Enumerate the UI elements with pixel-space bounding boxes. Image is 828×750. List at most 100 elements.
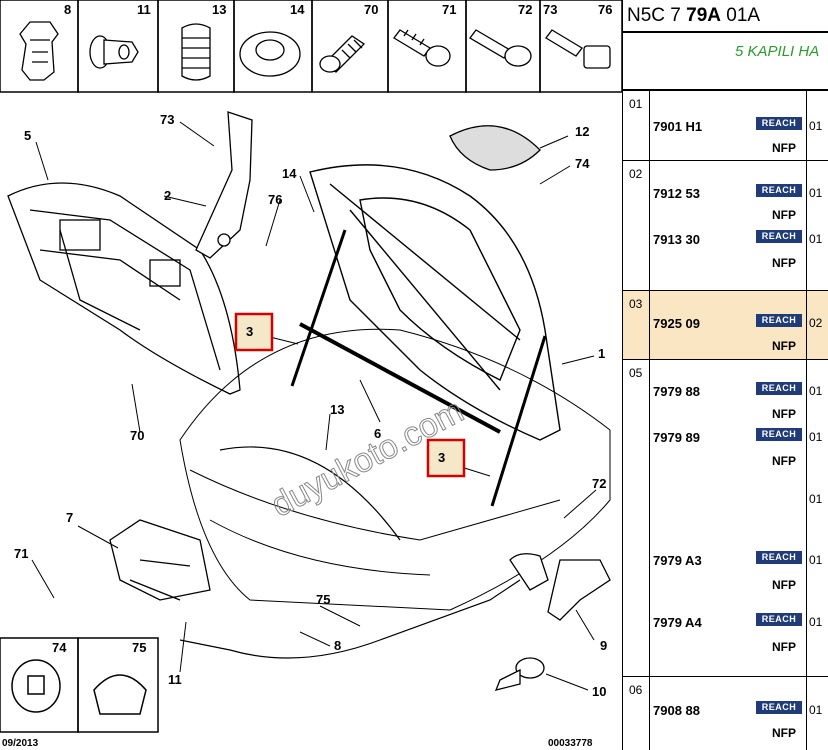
- nfp-label: NFP: [772, 208, 796, 222]
- gas-struts: [290, 229, 547, 507]
- reach-badge: REACH: [756, 701, 802, 714]
- part-reference: 7979 A3: [653, 553, 702, 568]
- nfp-label: NFP: [772, 578, 796, 592]
- nfp-label: NFP: [772, 454, 796, 468]
- hood: [309, 164, 561, 441]
- callout: 2: [164, 188, 171, 203]
- part-reference: 7913 30: [653, 232, 700, 247]
- box-label: 13: [212, 2, 226, 17]
- part-quantity: 01: [809, 186, 823, 200]
- part-reference: 7908 88: [653, 703, 700, 718]
- part-reference: 7925 09: [653, 316, 700, 331]
- box-label: 73: [543, 2, 557, 17]
- footer-date: 09/2013: [2, 738, 39, 749]
- legend-boxes: [0, 637, 159, 733]
- reach-badge: REACH: [756, 613, 802, 626]
- box-label: 11: [137, 2, 151, 17]
- parts-row-group[interactable]: 06 7908 88 REACH 01 NFP: [623, 677, 828, 750]
- group-index: 05: [629, 366, 643, 380]
- callout: 1: [598, 346, 605, 361]
- part-quantity: 01: [809, 553, 823, 567]
- callout-labels: 5 73 2 76 14 12 74 1 3 3 13 6 70 7 71 72…: [14, 112, 607, 699]
- group-index: 01: [629, 97, 643, 111]
- bolt-washer-icon: [469, 29, 532, 67]
- box-label: 76: [598, 2, 612, 17]
- reach-badge: REACH: [756, 382, 802, 395]
- part-quantity: 01: [809, 384, 823, 398]
- nfp-label: NFP: [772, 726, 796, 740]
- callout: 3: [246, 324, 253, 339]
- reach-badge: REACH: [756, 184, 802, 197]
- callout: 73: [160, 112, 174, 127]
- callout: 3: [438, 450, 445, 465]
- callout: 14: [282, 166, 297, 181]
- reach-badge: REACH: [756, 428, 802, 441]
- nfp-label: NFP: [772, 141, 796, 155]
- group-index: 03: [629, 297, 643, 311]
- bump-stop-icon: [181, 23, 211, 81]
- callout: 12: [575, 124, 589, 139]
- box-label: 8: [64, 2, 71, 17]
- reach-badge: REACH: [756, 230, 802, 243]
- callout: 10: [592, 684, 606, 699]
- box-label: 72: [518, 2, 532, 17]
- parts-row-group[interactable]: 05 7979 88 REACH 01 NFP 7979 89 REACH 01…: [623, 360, 828, 677]
- callout: 76: [268, 192, 282, 207]
- part-quantity: 01: [809, 430, 823, 444]
- reach-badge: REACH: [756, 551, 802, 564]
- callout: 9: [600, 638, 607, 653]
- callout: 7: [66, 510, 73, 525]
- release-handle: [509, 553, 611, 621]
- parts-row-group[interactable]: 02 7912 53 REACH 01 NFP 7913 30 REACH 01…: [623, 161, 828, 291]
- push-rivet-icon: [89, 35, 139, 69]
- box-label: 14: [290, 2, 305, 17]
- callout-3-boxes: [234, 312, 466, 478]
- part-reference: 7979 A4: [653, 615, 702, 630]
- part-quantity: 02: [809, 316, 823, 330]
- nfp-label: NFP: [772, 407, 796, 421]
- panel-title: N5C 7 79A 01A: [623, 0, 828, 33]
- group-index: 06: [629, 683, 643, 697]
- bolt-icon: [393, 29, 451, 67]
- grommet-10: [494, 657, 545, 691]
- callout: 74: [575, 156, 590, 171]
- part-quantity: 01: [809, 615, 823, 629]
- callout: 13: [330, 402, 344, 417]
- cable: [179, 446, 521, 659]
- legend-label: 74: [52, 640, 67, 655]
- reach-badge: REACH: [756, 117, 802, 130]
- callout: 5: [24, 128, 31, 143]
- part-quantity: 01: [809, 232, 823, 246]
- reach-badge: REACH: [756, 314, 802, 327]
- clip-icon: [19, 21, 59, 81]
- parts-row-group-selected[interactable]: 03 7925 09 REACH 02 NFP: [623, 291, 828, 360]
- screw-icon: [319, 35, 366, 73]
- callout: 72: [592, 476, 606, 491]
- parts-row-group[interactable]: 01 7901 H1 REACH 01 NFP: [623, 91, 828, 161]
- part-quantity: 01: [809, 119, 823, 133]
- part-quantity: 01: [809, 492, 823, 506]
- part-reference: 7901 H1: [653, 119, 703, 134]
- badge-emblem: [449, 125, 541, 171]
- part-reference: 7979 89: [653, 430, 700, 445]
- callout: 6: [374, 426, 381, 441]
- part-reference: 7912 53: [653, 186, 700, 201]
- part-quantity: 01: [809, 703, 823, 717]
- part-reference: 7979 88: [653, 384, 700, 399]
- callout: 70: [130, 428, 144, 443]
- nfp-label: NFP: [772, 640, 796, 654]
- nfp-label: NFP: [772, 339, 796, 353]
- box-label: 70: [364, 2, 378, 17]
- callout: 75: [316, 592, 330, 607]
- panel-subtitle: 5 KAPILI HA: [623, 33, 828, 91]
- nut-bolt-icon: [545, 29, 611, 69]
- callout: 71: [14, 546, 28, 561]
- lock: [109, 519, 211, 601]
- leader-lines: [31, 121, 597, 691]
- parts-list-panel: N5C 7 79A 01A 5 KAPILI HA 01 7901 H1 REA…: [622, 0, 828, 750]
- hinge: [195, 111, 253, 259]
- header-box-labels: 8 11 13 14 70 71 72 73 76: [64, 2, 612, 17]
- footer-code: 00033778: [548, 738, 593, 749]
- header-part-boxes: [0, 0, 622, 93]
- hood-inner-panel: [7, 182, 241, 395]
